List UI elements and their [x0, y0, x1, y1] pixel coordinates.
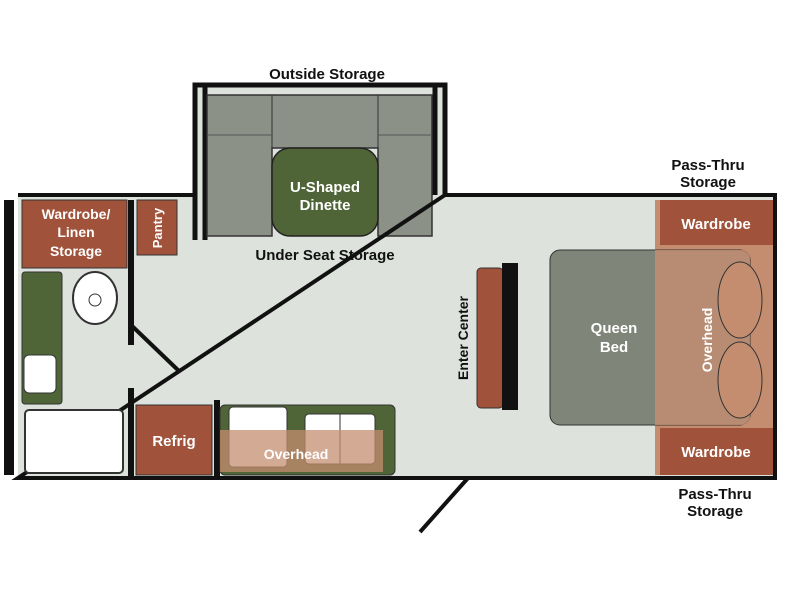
wardrobe-linen-label: Wardrobe/ [42, 206, 111, 222]
toilet [72, 271, 118, 325]
dinette-label-2: Dinette [300, 197, 351, 214]
under-seat-storage-label: Under Seat Storage [255, 247, 394, 264]
enter-center-label: Enter Center [455, 295, 471, 380]
wardrobe-top-label: Wardrobe [681, 216, 750, 233]
rear-wall [4, 200, 14, 475]
entertainment-center [476, 267, 504, 409]
shower [24, 409, 124, 474]
slideout-walls [192, 82, 448, 240]
wardrobe-linen-label-2: Linen [57, 224, 94, 240]
entry-door [418, 476, 470, 534]
refrig-label: Refrig [152, 433, 195, 450]
bed-overhead-label: Overhead [699, 308, 715, 373]
pantry [136, 199, 178, 256]
refrigerator [135, 404, 213, 476]
outside-storage-label: Outside Storage [269, 66, 385, 83]
wardrobe-top [660, 200, 773, 245]
passthru-bottom-label-2: Storage [687, 503, 743, 520]
pantry-label: Pantry [150, 207, 165, 248]
dinette-label: U-Shaped [290, 179, 360, 196]
wardrobe-bottom [660, 428, 773, 475]
bath-door [129, 323, 182, 374]
passthru-bottom-label: Pass-Thru [678, 486, 751, 503]
passthru-top-label-2: Storage [680, 174, 736, 191]
queen-bed-label: Queen [591, 320, 638, 337]
dinette-table [271, 147, 379, 237]
kitchen-overhead [220, 430, 383, 472]
passthru-top-label: Pass-Thru [671, 157, 744, 174]
bath-sink [23, 354, 57, 394]
wardrobe-linen-label-3: Storage [50, 243, 102, 259]
kitchen-overhead-label: Overhead [264, 446, 329, 462]
wardrobe-bottom-label: Wardrobe [681, 444, 750, 461]
exterior-wall [11, 193, 777, 480]
wardrobe-linen-storage [21, 199, 128, 269]
queen-bed-label-2: Bed [600, 339, 628, 356]
